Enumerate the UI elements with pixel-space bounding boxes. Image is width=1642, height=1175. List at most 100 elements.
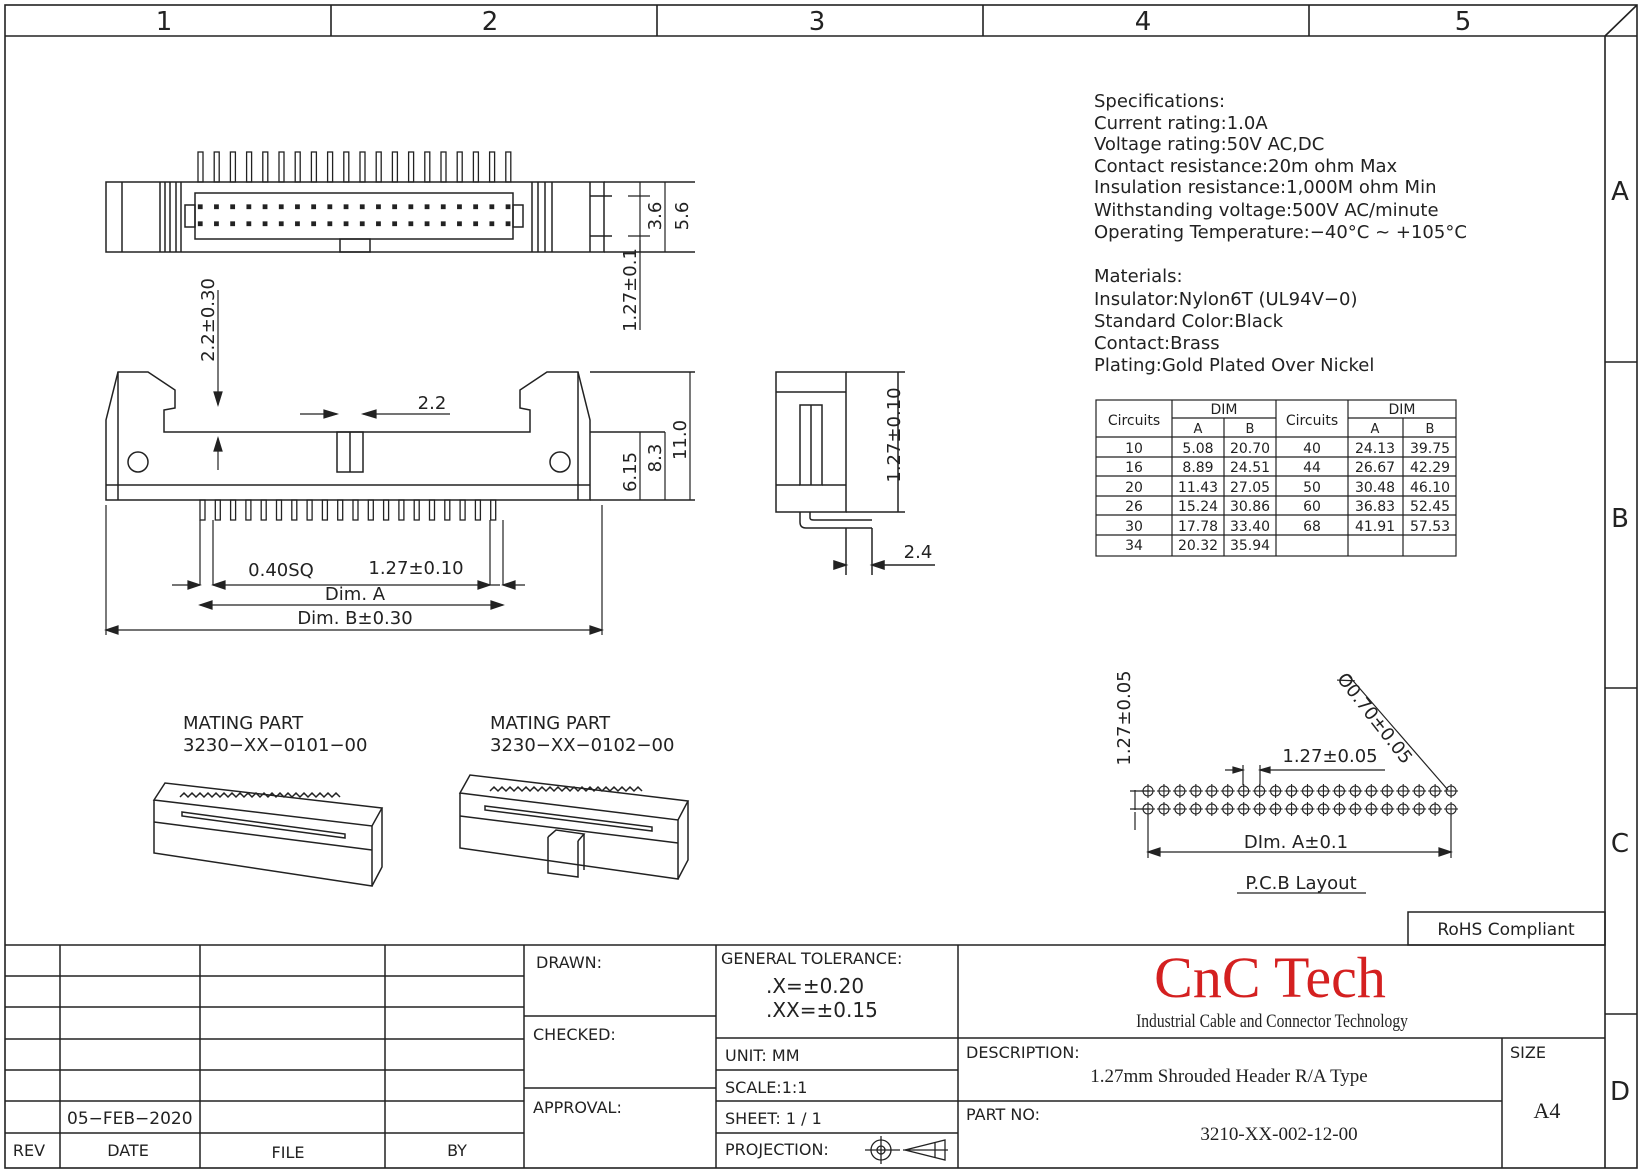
part-no-value: 3210-XX-002-12-00 <box>1200 1124 1357 1145</box>
contact-dot <box>197 221 203 227</box>
contact-dot <box>214 221 219 227</box>
contact-dot <box>295 204 300 210</box>
spec-line: Contact resistance:20m ohm Max <box>1094 156 1398 177</box>
header-pin <box>275 499 283 521</box>
dim-3-6: 3.6 <box>645 202 666 231</box>
header-pin <box>326 151 334 183</box>
approval-label: APPROVAL: <box>533 1098 622 1117</box>
rev-date-value: 05−FEB−2020 <box>67 1109 193 1129</box>
table-cell: 60 <box>1303 499 1321 515</box>
brand-subtitle: Industrial Cable and Connector Technolog… <box>1136 1011 1408 1032</box>
contact-dot <box>230 221 236 227</box>
contact-dot <box>489 204 495 210</box>
dim-side-2-4: 2.4 <box>904 542 933 563</box>
header-pin <box>444 499 451 521</box>
contact-dot <box>424 204 430 210</box>
dim-a-label: Dim. A <box>325 584 386 605</box>
contact-dot <box>197 204 203 210</box>
materials-line: Contact:Brass <box>1094 333 1220 354</box>
dim-gap-2-2: 2.2±0.30 <box>198 278 219 362</box>
table-cell: 20 <box>1125 480 1143 496</box>
table-cell: 27.05 <box>1230 480 1270 496</box>
mating-part-number: 3230−XX−0101−00 <box>183 735 367 756</box>
table-cell: 10 <box>1125 441 1143 457</box>
top-view-dimensions <box>628 182 666 330</box>
contact-dot <box>424 221 430 227</box>
table-cell: 24.13 <box>1355 441 1395 457</box>
header-pin <box>245 499 252 521</box>
general-tolerance-label: GENERAL TOLERANCE: <box>721 949 902 968</box>
table-cell: 44 <box>1303 460 1321 476</box>
contact-dot <box>295 221 300 227</box>
header-by: BY <box>447 1141 467 1160</box>
brand-logo: CnC Tech <box>1154 945 1386 1010</box>
table-header-circuits: Circuits <box>1108 413 1160 429</box>
drawn-label: DRAWN: <box>536 953 602 972</box>
header-pin <box>359 151 366 183</box>
header-pin <box>278 151 285 183</box>
dim-key-2-2: 2.2 <box>418 393 447 414</box>
contact-dot <box>230 204 236 210</box>
table-cell: 16 <box>1125 460 1143 476</box>
spec-line: Current rating:1.0A <box>1094 113 1268 134</box>
header-pin <box>343 151 350 183</box>
spec-heading: Specifications: <box>1094 91 1225 112</box>
header-pin <box>398 499 405 521</box>
dim-side-1-27: 1.27±0.10 <box>884 387 905 482</box>
contact-dot <box>440 221 446 227</box>
sheet-label: SHEET: 1 / 1 <box>725 1109 822 1128</box>
spec-line: Operating Temperature:−40°C ~ +105°C <box>1094 222 1467 243</box>
materials-line: Insulator:Nylon6T (UL94V−0) <box>1094 289 1357 310</box>
header-pin <box>260 499 267 521</box>
contact-dot <box>246 221 252 227</box>
contact-dot <box>457 204 462 210</box>
table-cell: 5.08 <box>1182 441 1213 457</box>
side-view <box>775 371 935 575</box>
contact-dot <box>359 204 365 210</box>
table-cell: 36.83 <box>1355 499 1395 515</box>
header-date: DATE <box>107 1141 149 1160</box>
header-pin <box>321 499 329 521</box>
materials-line: Standard Color:Black <box>1094 311 1284 332</box>
header-pin <box>291 499 298 521</box>
contact-dot <box>473 221 479 227</box>
row-label-a: A <box>1611 177 1629 207</box>
table-cell: 24.51 <box>1230 460 1270 476</box>
table-header-a: A <box>1194 422 1203 437</box>
header-pin <box>245 151 253 183</box>
pcb-layout-title: P.C.B Layout <box>1245 873 1356 894</box>
table-cell: 30.86 <box>1230 499 1270 515</box>
front-view <box>105 371 695 501</box>
table-cell: 52.45 <box>1410 499 1450 515</box>
materials-line: Plating:Gold Plated Over Nickel <box>1094 355 1374 376</box>
header-pin <box>505 151 512 183</box>
header-pin <box>337 499 344 521</box>
size-value: A4 <box>1534 1098 1561 1123</box>
part-no-label: PART NO: <box>966 1105 1040 1124</box>
header-pin <box>197 151 204 183</box>
contact-dot <box>214 204 219 210</box>
header-pin <box>440 151 447 183</box>
spec-line: Voltage rating:50V AC,DC <box>1094 134 1324 155</box>
contact-dot <box>376 221 381 227</box>
pcb-dim-a: DIm. A±0.1 <box>1244 832 1348 853</box>
table-cell: 17.78 <box>1178 519 1218 535</box>
contact-dot <box>457 221 462 227</box>
contact-dot <box>311 221 317 227</box>
title-block-grid <box>5 911 1606 1168</box>
spec-line: Withstanding voltage:500V AC/minute <box>1094 200 1439 221</box>
table-cell: 42.29 <box>1410 460 1450 476</box>
description-label: DESCRIPTION: <box>966 1043 1080 1062</box>
dim-b-label: Dim. B±0.30 <box>297 608 412 629</box>
header-pin <box>456 151 463 183</box>
contact-dot <box>343 204 349 210</box>
column-label-3: 3 <box>809 7 826 37</box>
contact-dot <box>376 204 381 210</box>
header-pin <box>407 151 415 183</box>
materials-heading: Materials: <box>1094 266 1183 287</box>
row-label-b: B <box>1611 504 1629 534</box>
header-pin <box>490 499 497 521</box>
unit-label: UNIT: MM <box>725 1046 800 1065</box>
table-cell: 41.91 <box>1355 519 1395 535</box>
